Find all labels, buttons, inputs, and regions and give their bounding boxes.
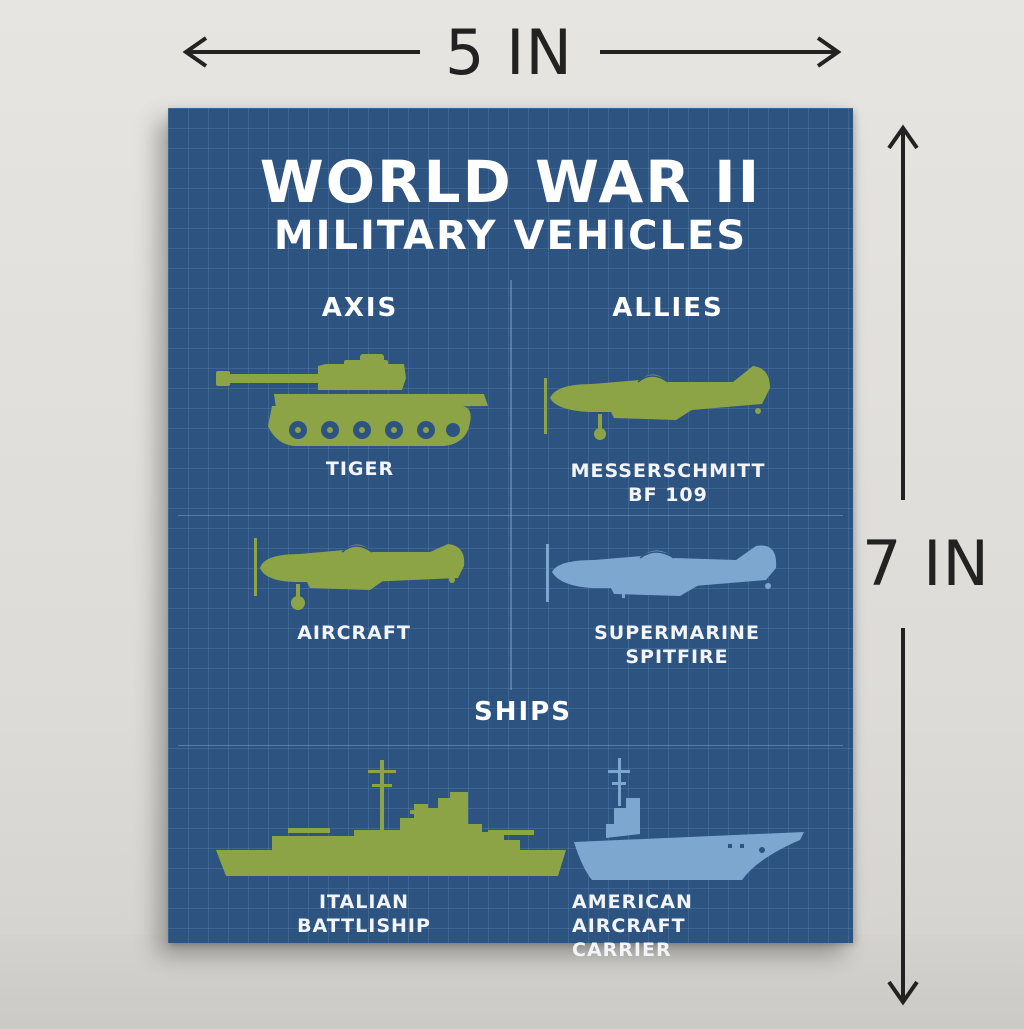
label-tiger: TIGER	[325, 458, 395, 480]
tiger-tank-icon	[216, 354, 488, 446]
row-divider	[178, 515, 843, 516]
center-divider	[510, 280, 512, 690]
label-axis-aircraft: AIRCRAFT	[297, 622, 411, 644]
section-axis: AXIS	[321, 293, 399, 323]
poster: WORLD WAR II MILITARY VEHICLES AXIS ALLI…	[168, 108, 853, 961]
label-messerschmitt: MESSERSCHMITT BF 109	[570, 460, 766, 506]
label-spitfire: SUPERMARINE SPITFIRE	[594, 622, 760, 668]
tiger-wheels	[289, 421, 460, 439]
axis-aircraft-icon	[254, 538, 465, 610]
vehicle-silhouettes	[216, 354, 804, 880]
poster-title-line2: MILITARY VEHICLES	[273, 213, 748, 259]
section-allies: ALLIES	[612, 293, 724, 323]
messerschmitt-plane-icon	[544, 366, 770, 440]
width-dimension-label: 5 IN	[445, 16, 573, 89]
floor	[0, 935, 1024, 1029]
poster-title-line1: WORLD WAR II	[259, 148, 762, 216]
spitfire-plane-icon	[546, 544, 777, 602]
carrier-icon	[574, 758, 804, 880]
ships-divider	[178, 745, 843, 746]
battleship-icon	[216, 760, 566, 876]
label-carrier: AMERICAN AIRCRAFT CARRIER	[572, 891, 693, 961]
label-battleship: ITALIAN BATTLISHIP	[297, 891, 431, 937]
section-ships: SHIPS	[474, 697, 572, 727]
height-dimension-label: 7 IN	[862, 527, 990, 600]
